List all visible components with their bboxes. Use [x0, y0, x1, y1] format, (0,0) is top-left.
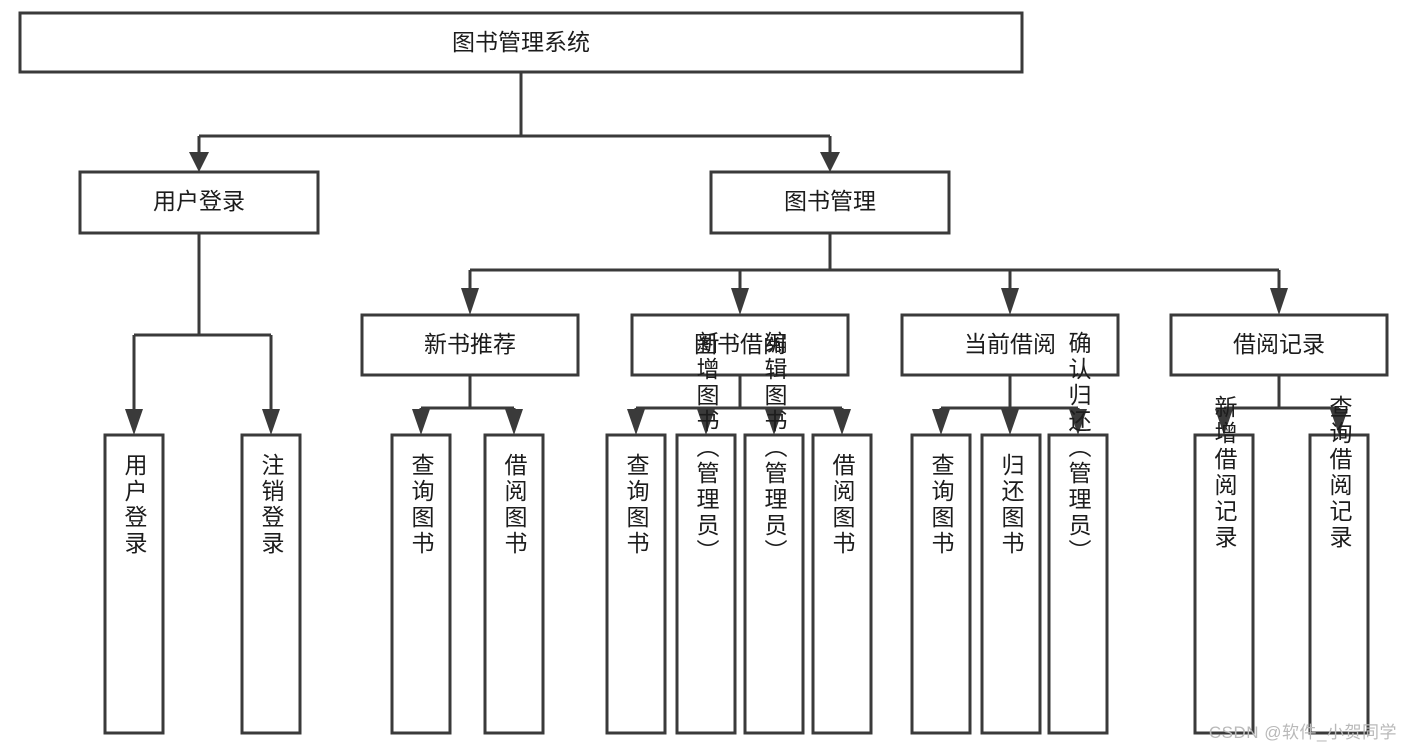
- node-borrow-record-box[interactable]: [1169, 313, 1389, 377]
- node-leaf-query-record[interactable]: 查询借阅记录: [1308, 395, 1370, 735]
- arrowhead-leaf-borrow-book-1: [505, 409, 523, 435]
- node-leaf-query-book-2[interactable]: 查询图书: [605, 433, 667, 735]
- node-leaf-query-book-2-box[interactable]: [605, 433, 667, 735]
- node-book-borrow[interactable]: 图书借阅: [630, 313, 850, 377]
- node-book-manage-box[interactable]: [709, 170, 951, 235]
- node-leaf-query-record-label: 查询借阅记录: [1326, 395, 1353, 551]
- node-leaf-borrow-book-1[interactable]: 借阅图书: [483, 433, 545, 735]
- arrowhead-leaf-query-book-2: [627, 409, 645, 435]
- arrowhead-leaf-confirm-return: [1069, 409, 1087, 435]
- node-leaf-user-login[interactable]: 用户登录: [103, 433, 165, 735]
- node-leaf-edit-book[interactable]: 编辑图书（管理员）: [743, 331, 805, 735]
- node-book-manage[interactable]: 图书管理: [709, 170, 951, 235]
- arrowhead-leaf-add-record: [1215, 409, 1233, 435]
- node-borrow-record-label: 借阅记录: [1233, 331, 1325, 357]
- arrowhead-leaf-add-book: [697, 409, 715, 435]
- node-root-box[interactable]: [18, 11, 1024, 74]
- node-user-login[interactable]: 用户登录: [78, 170, 320, 235]
- node-leaf-return-book[interactable]: 归还图书: [980, 433, 1042, 735]
- node-leaf-add-book[interactable]: 新增图书（管理员）: [675, 331, 737, 735]
- arrowhead-leaf-edit-book: [765, 409, 783, 435]
- node-leaf-confirm-return[interactable]: 确认归还（管理员）: [1047, 331, 1109, 735]
- node-leaf-borrow-book-1-label: 借阅图书: [501, 453, 528, 557]
- arrowhead-new-book-recommend: [461, 288, 479, 315]
- node-leaf-logout-login[interactable]: 注销登录: [240, 433, 302, 735]
- node-leaf-add-book-box[interactable]: [675, 433, 737, 735]
- node-leaf-return-book-box[interactable]: [980, 433, 1042, 735]
- node-new-book-recommend-box[interactable]: [360, 313, 580, 377]
- node-leaf-borrow-book-2-box[interactable]: [811, 433, 873, 735]
- node-new-book-recommend[interactable]: 新书推荐: [360, 313, 580, 377]
- connector-layer: [125, 72, 1348, 435]
- arrowhead-leaf-user-login: [125, 409, 143, 435]
- node-leaf-confirm-return-box[interactable]: [1047, 433, 1109, 735]
- node-leaf-query-book-1-box[interactable]: [390, 433, 452, 735]
- node-leaf-user-login-box[interactable]: [103, 433, 165, 735]
- node-leaf-logout-login-label: 注销登录: [258, 453, 285, 557]
- node-current-borrow-label: 当前借阅: [964, 331, 1056, 357]
- arrowhead-current-borrow: [1001, 288, 1019, 315]
- node-book-borrow-box[interactable]: [630, 313, 850, 377]
- node-leaf-user-login-label: 用户登录: [121, 453, 148, 557]
- node-leaf-logout-login-box[interactable]: [240, 433, 302, 735]
- node-leaf-edit-book-box[interactable]: [743, 433, 805, 735]
- node-leaf-borrow-book-2-label: 借阅图书: [829, 453, 856, 557]
- node-current-borrow-box[interactable]: [900, 313, 1120, 377]
- node-leaf-add-record-label: 新增借阅记录: [1211, 395, 1238, 551]
- node-leaf-edit-book-label: 编辑图书（管理员）: [761, 331, 788, 565]
- node-borrow-record[interactable]: 借阅记录: [1169, 313, 1389, 377]
- arrowhead-leaf-logout-login: [262, 409, 280, 435]
- node-leaf-add-book-label: 新增图书（管理员）: [693, 331, 720, 565]
- arrowhead-leaf-query-book-3: [932, 409, 950, 435]
- node-leaf-add-record[interactable]: 新增借阅记录: [1193, 395, 1255, 735]
- arrowhead-user-login: [189, 152, 209, 172]
- node-leaf-borrow-book-1-box[interactable]: [483, 433, 545, 735]
- node-root[interactable]: 图书管理系统: [18, 11, 1024, 74]
- node-leaf-query-book-3[interactable]: 查询图书: [910, 433, 972, 735]
- node-leaf-confirm-return-label: 确认归还（管理员）: [1065, 331, 1092, 565]
- node-leaf-query-book-3-box[interactable]: [910, 433, 972, 735]
- arrowhead-borrow-record: [1270, 288, 1288, 315]
- node-leaf-query-book-2-label: 查询图书: [623, 453, 650, 557]
- node-new-book-recommend-label: 新书推荐: [424, 331, 516, 357]
- arrowhead-leaf-query-book-1: [412, 409, 430, 435]
- node-leaf-borrow-book-2[interactable]: 借阅图书: [811, 433, 873, 735]
- arrowhead-leaf-query-record: [1330, 409, 1348, 435]
- arrowhead-book-manage: [820, 152, 840, 172]
- node-book-manage-label: 图书管理: [784, 188, 876, 214]
- node-current-borrow[interactable]: 当前借阅: [900, 313, 1120, 377]
- node-leaf-query-book-3-label: 查询图书: [928, 453, 955, 557]
- node-book-borrow-label: 图书借阅: [694, 331, 786, 357]
- node-leaf-return-book-label: 归还图书: [998, 453, 1025, 557]
- node-user-login-label: 用户登录: [153, 188, 245, 214]
- arrowhead-leaf-borrow-book-2: [833, 409, 851, 435]
- arrowhead-leaf-return-book: [1001, 409, 1019, 435]
- node-user-login-box[interactable]: [78, 170, 320, 235]
- node-leaf-add-record-box[interactable]: [1193, 433, 1255, 735]
- node-leaf-query-record-box[interactable]: [1308, 433, 1370, 735]
- arrowhead-book-borrow: [731, 288, 749, 315]
- node-leaf-query-book-1[interactable]: 查询图书: [390, 433, 452, 735]
- node-leaf-query-book-1-label: 查询图书: [408, 453, 435, 557]
- node-root-label: 图书管理系统: [452, 29, 590, 55]
